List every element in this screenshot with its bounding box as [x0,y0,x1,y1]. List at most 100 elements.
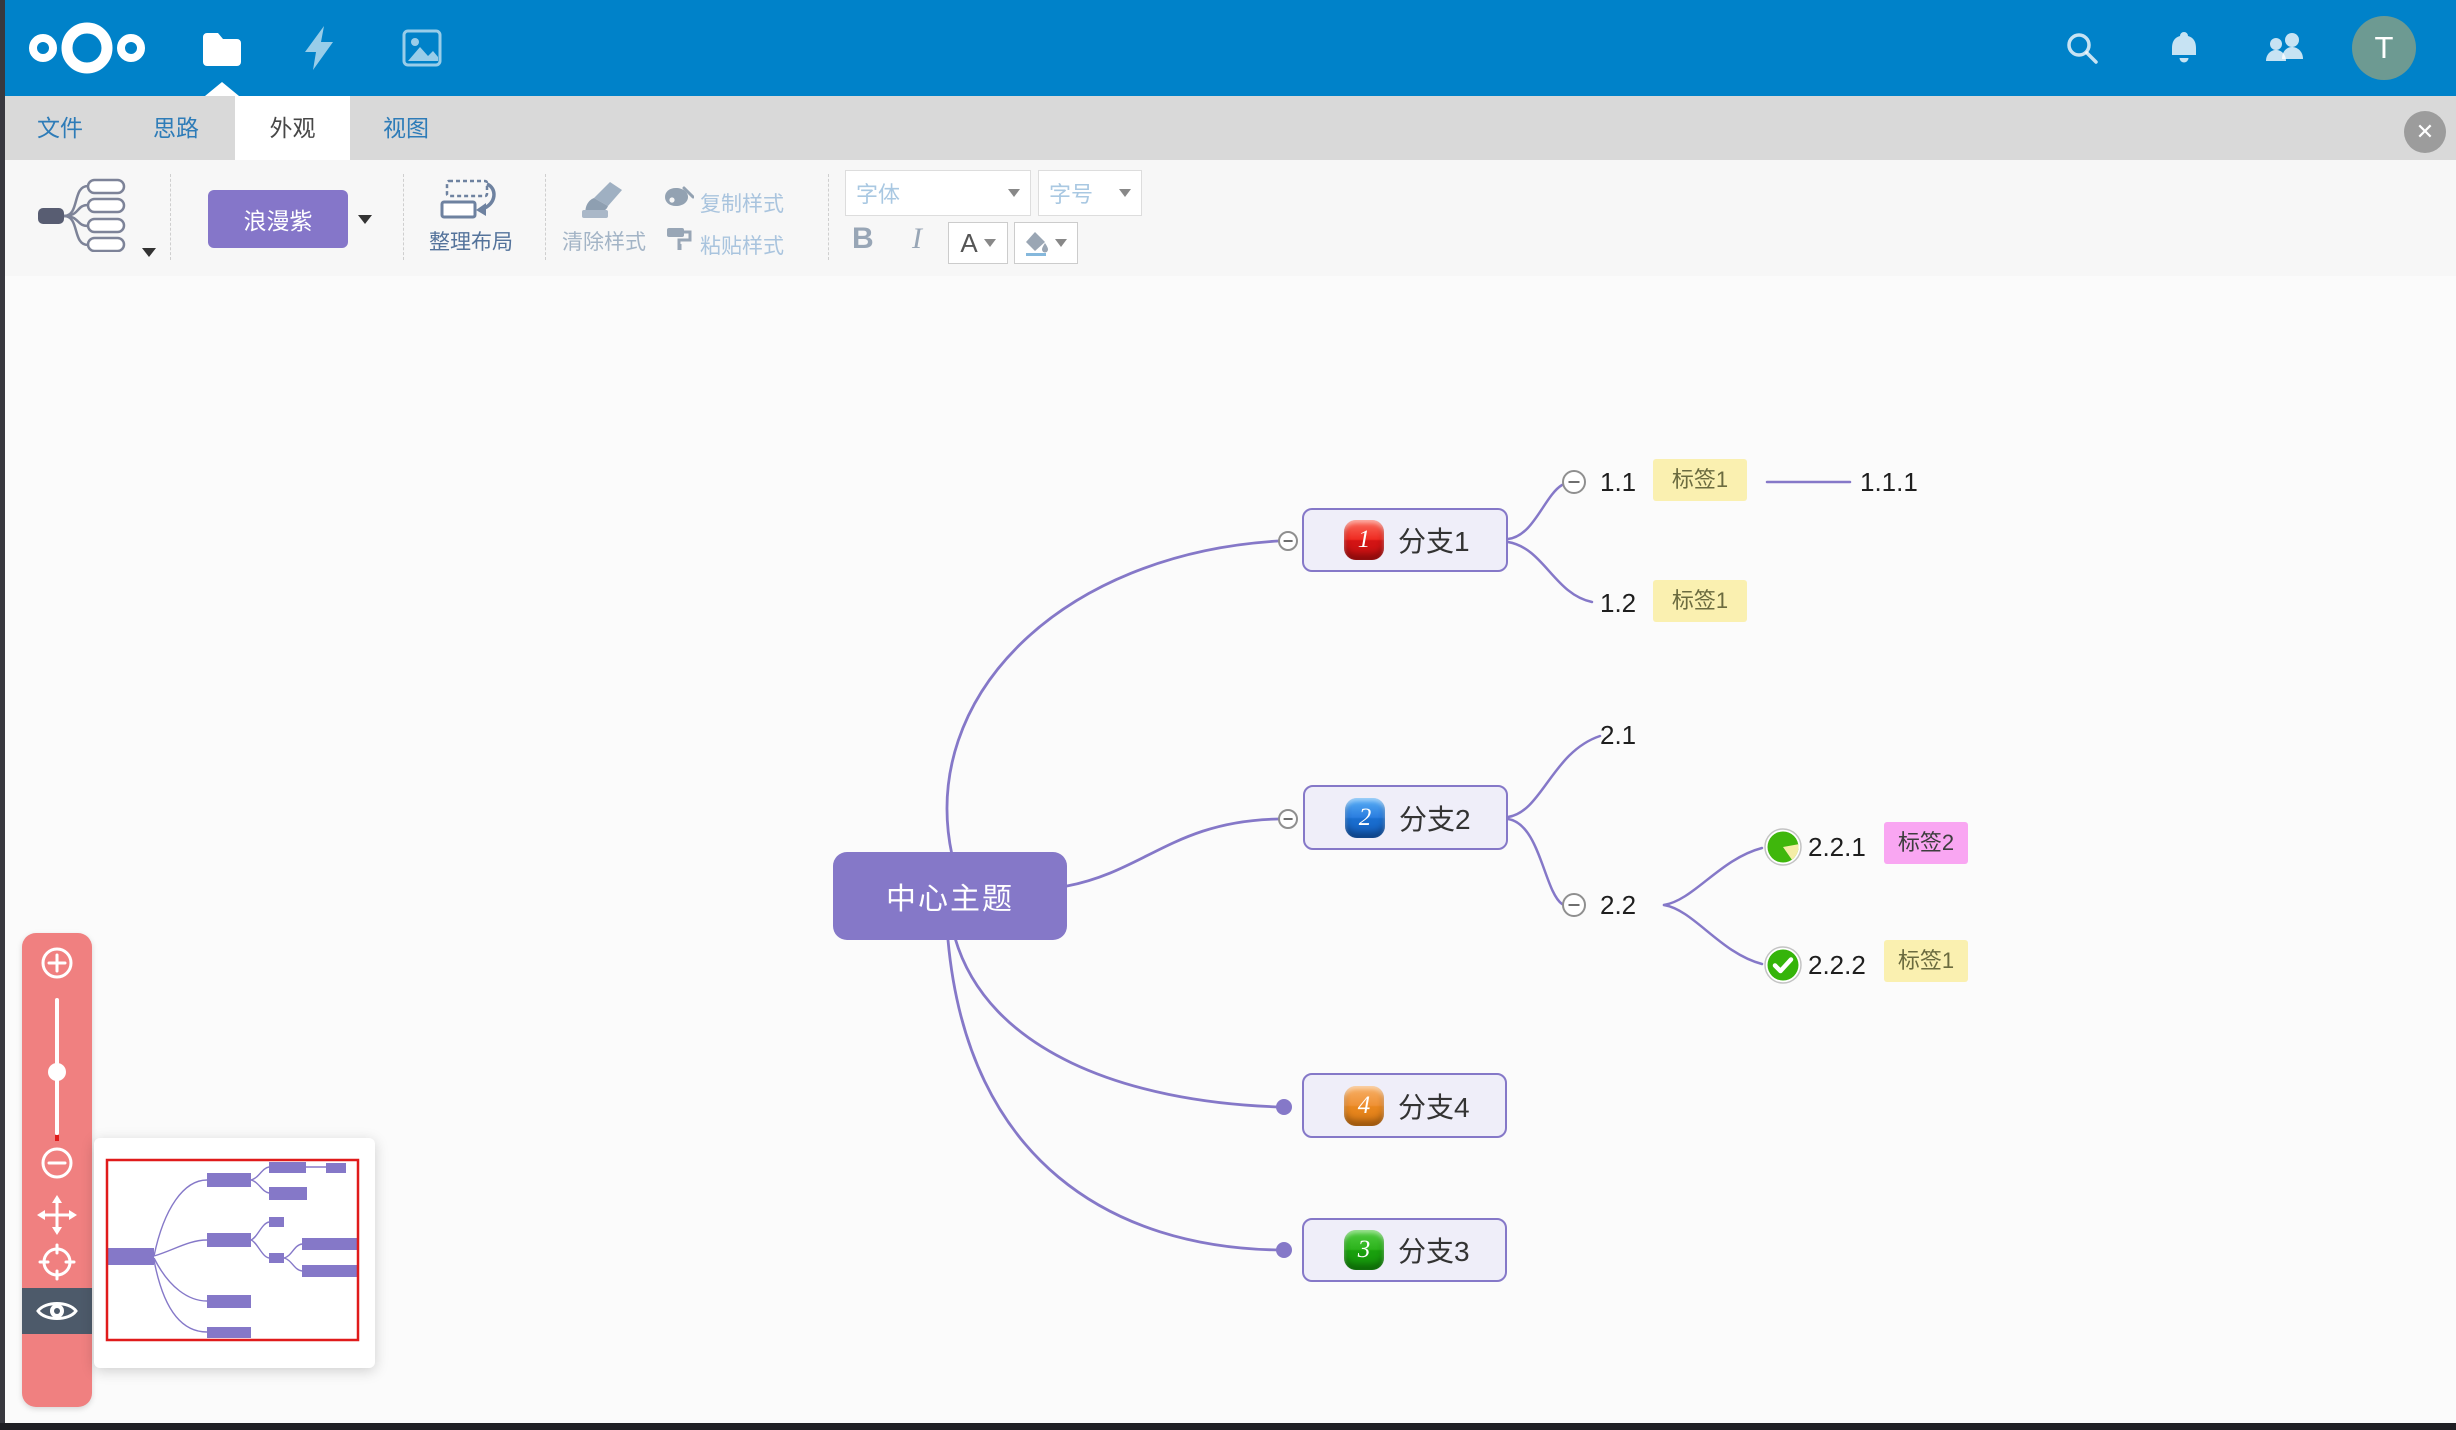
notifications-button[interactable] [2160,0,2208,96]
structure-dropdown-caret[interactable] [142,248,156,257]
theme-dropdown-caret[interactable] [358,215,372,224]
check-circle-icon[interactable] [1764,946,1802,984]
move-arrows-icon[interactable] [37,1195,77,1235]
priority-3-icon: 3 [1344,1230,1384,1270]
tag-label1[interactable]: 标签1 [1653,459,1747,501]
photos-icon [402,29,442,67]
branch3-connector-dot [1276,1242,1292,1258]
search-button[interactable] [2058,0,2106,96]
contacts-button[interactable] [2258,0,2310,96]
font-size-placeholder: 字号 [1049,182,1094,207]
fill-color-button[interactable] [1014,222,1078,264]
minimap-preview [105,1158,360,1342]
minus-circle-icon[interactable] [40,1146,74,1180]
bold-button[interactable]: B [852,222,874,255]
eye-icon [36,1302,78,1320]
photos-app-icon[interactable] [400,0,444,96]
close-button[interactable]: ✕ [2404,111,2446,153]
paste-style-label[interactable]: 粘贴样式 [700,235,784,258]
nextcloud-logo-icon [29,22,145,74]
plus-circle-icon[interactable] [40,946,74,980]
branch4-label: 分支4 [1398,1091,1470,1123]
paste-style-button[interactable] [666,226,694,255]
font-color-button[interactable]: A [948,222,1008,264]
theme-button[interactable]: 浪漫紫 [208,190,348,248]
tab-appearance[interactable]: 外观 [235,96,350,160]
branch4-node[interactable]: 4 分支4 [1302,1073,1507,1138]
topic-1-1[interactable]: 1.1 [1600,467,1637,497]
copy-style-label[interactable]: 复制样式 [700,193,784,216]
arrange-layout-label[interactable]: 整理布局 [429,231,513,254]
collapse-n22-button[interactable] [1562,893,1586,917]
topic-1-2[interactable]: 1.2 [1600,588,1637,618]
collapse-branch2-button[interactable] [1278,809,1298,829]
priority-2-icon: 2 [1345,797,1385,838]
tab-view[interactable]: 视图 [383,115,429,141]
locate-target-icon[interactable] [38,1243,76,1281]
window-left-edge [0,0,5,1430]
tag-label1[interactable]: 标签1 [1653,580,1747,622]
italic-button[interactable]: I [912,222,922,255]
collapse-n11-button[interactable] [1562,470,1586,494]
paint-bucket-icon [1026,232,1048,256]
font-color-label: A [960,227,978,258]
copy-style-icon [665,186,695,206]
priority-4-icon: 4 [1344,1085,1384,1126]
toggle-navigator-button[interactable] [22,1288,92,1334]
navigator-minimap[interactable] [94,1138,375,1368]
clear-style-button[interactable] [580,180,628,227]
connector-lines [945,480,1852,1252]
branch3-node[interactable]: 3 分支3 [1302,1218,1507,1282]
tab-idea[interactable]: 思路 [153,115,199,141]
toolbar-separator [545,174,546,260]
mindmap-canvas[interactable]: 中心主题 1 分支1 2 分支2 4 分支4 3 分支3 1.1 标签1 1.1… [0,276,2456,1430]
editor-tab-bar: 文件 思路 外观 视图 [0,96,2456,160]
zoom-slider-handle[interactable] [48,1063,66,1081]
chevron-down-icon [1055,239,1067,247]
structure-picker-button[interactable] [36,178,140,257]
search-icon [2067,33,2098,64]
zoom-control-bar [22,933,92,1407]
collapse-branch1-button[interactable] [1278,531,1298,551]
clear-style-label[interactable]: 清除样式 [562,231,646,254]
appearance-toolbar: 浪漫紫 整理布局 清除样式 [0,160,2456,277]
chevron-down-icon [983,239,996,247]
files-app-icon[interactable] [199,0,245,96]
paste-style-icon [667,228,692,250]
nextcloud-header: T [0,0,2456,96]
font-family-select[interactable]: 字体 [845,170,1031,216]
font-size-select[interactable]: 字号 [1038,170,1142,216]
topic-2-2[interactable]: 2.2 [1600,890,1637,920]
activity-app-icon[interactable] [300,0,340,96]
toolbar-separator [403,174,404,260]
chevron-down-icon [1008,189,1020,197]
root-topic-node[interactable]: 中心主题 [833,852,1067,940]
minimap-viewport[interactable] [105,1158,360,1342]
branch1-label: 分支1 [1398,526,1470,557]
tab-file[interactable]: 文件 [37,115,83,141]
nextcloud-logo[interactable] [24,0,150,96]
tag-label1[interactable]: 标签1 [1884,940,1968,982]
arrange-layout-icon [440,179,496,219]
progress-pie-icon[interactable] [1764,828,1802,866]
arrange-layout-button[interactable] [440,178,498,229]
topic-2-2-1[interactable]: 2.2.1 [1808,832,1866,862]
branch2-label: 分支2 [1399,803,1471,835]
branch2-node[interactable]: 2 分支2 [1303,785,1508,850]
branch1-node[interactable]: 1 分支1 [1302,508,1508,572]
chevron-down-icon [1119,189,1131,197]
tag-label2[interactable]: 标签2 [1884,822,1968,864]
root-topic-label: 中心主题 [886,883,1014,916]
priority-1-icon: 1 [1344,520,1384,560]
user-avatar[interactable]: T [2352,16,2416,80]
topic-1-1-1[interactable]: 1.1.1 [1860,467,1918,497]
lightning-icon [305,26,333,70]
zoom-slider-min-mark [55,1135,59,1141]
branch4-connector-dot [1276,1099,1292,1115]
topic-2-1[interactable]: 2.1 [1600,720,1637,750]
branch3-label: 分支3 [1398,1236,1470,1267]
topic-2-2-2[interactable]: 2.2.2 [1808,950,1866,980]
copy-style-button[interactable] [664,186,695,217]
toolbar-separator [170,174,171,260]
